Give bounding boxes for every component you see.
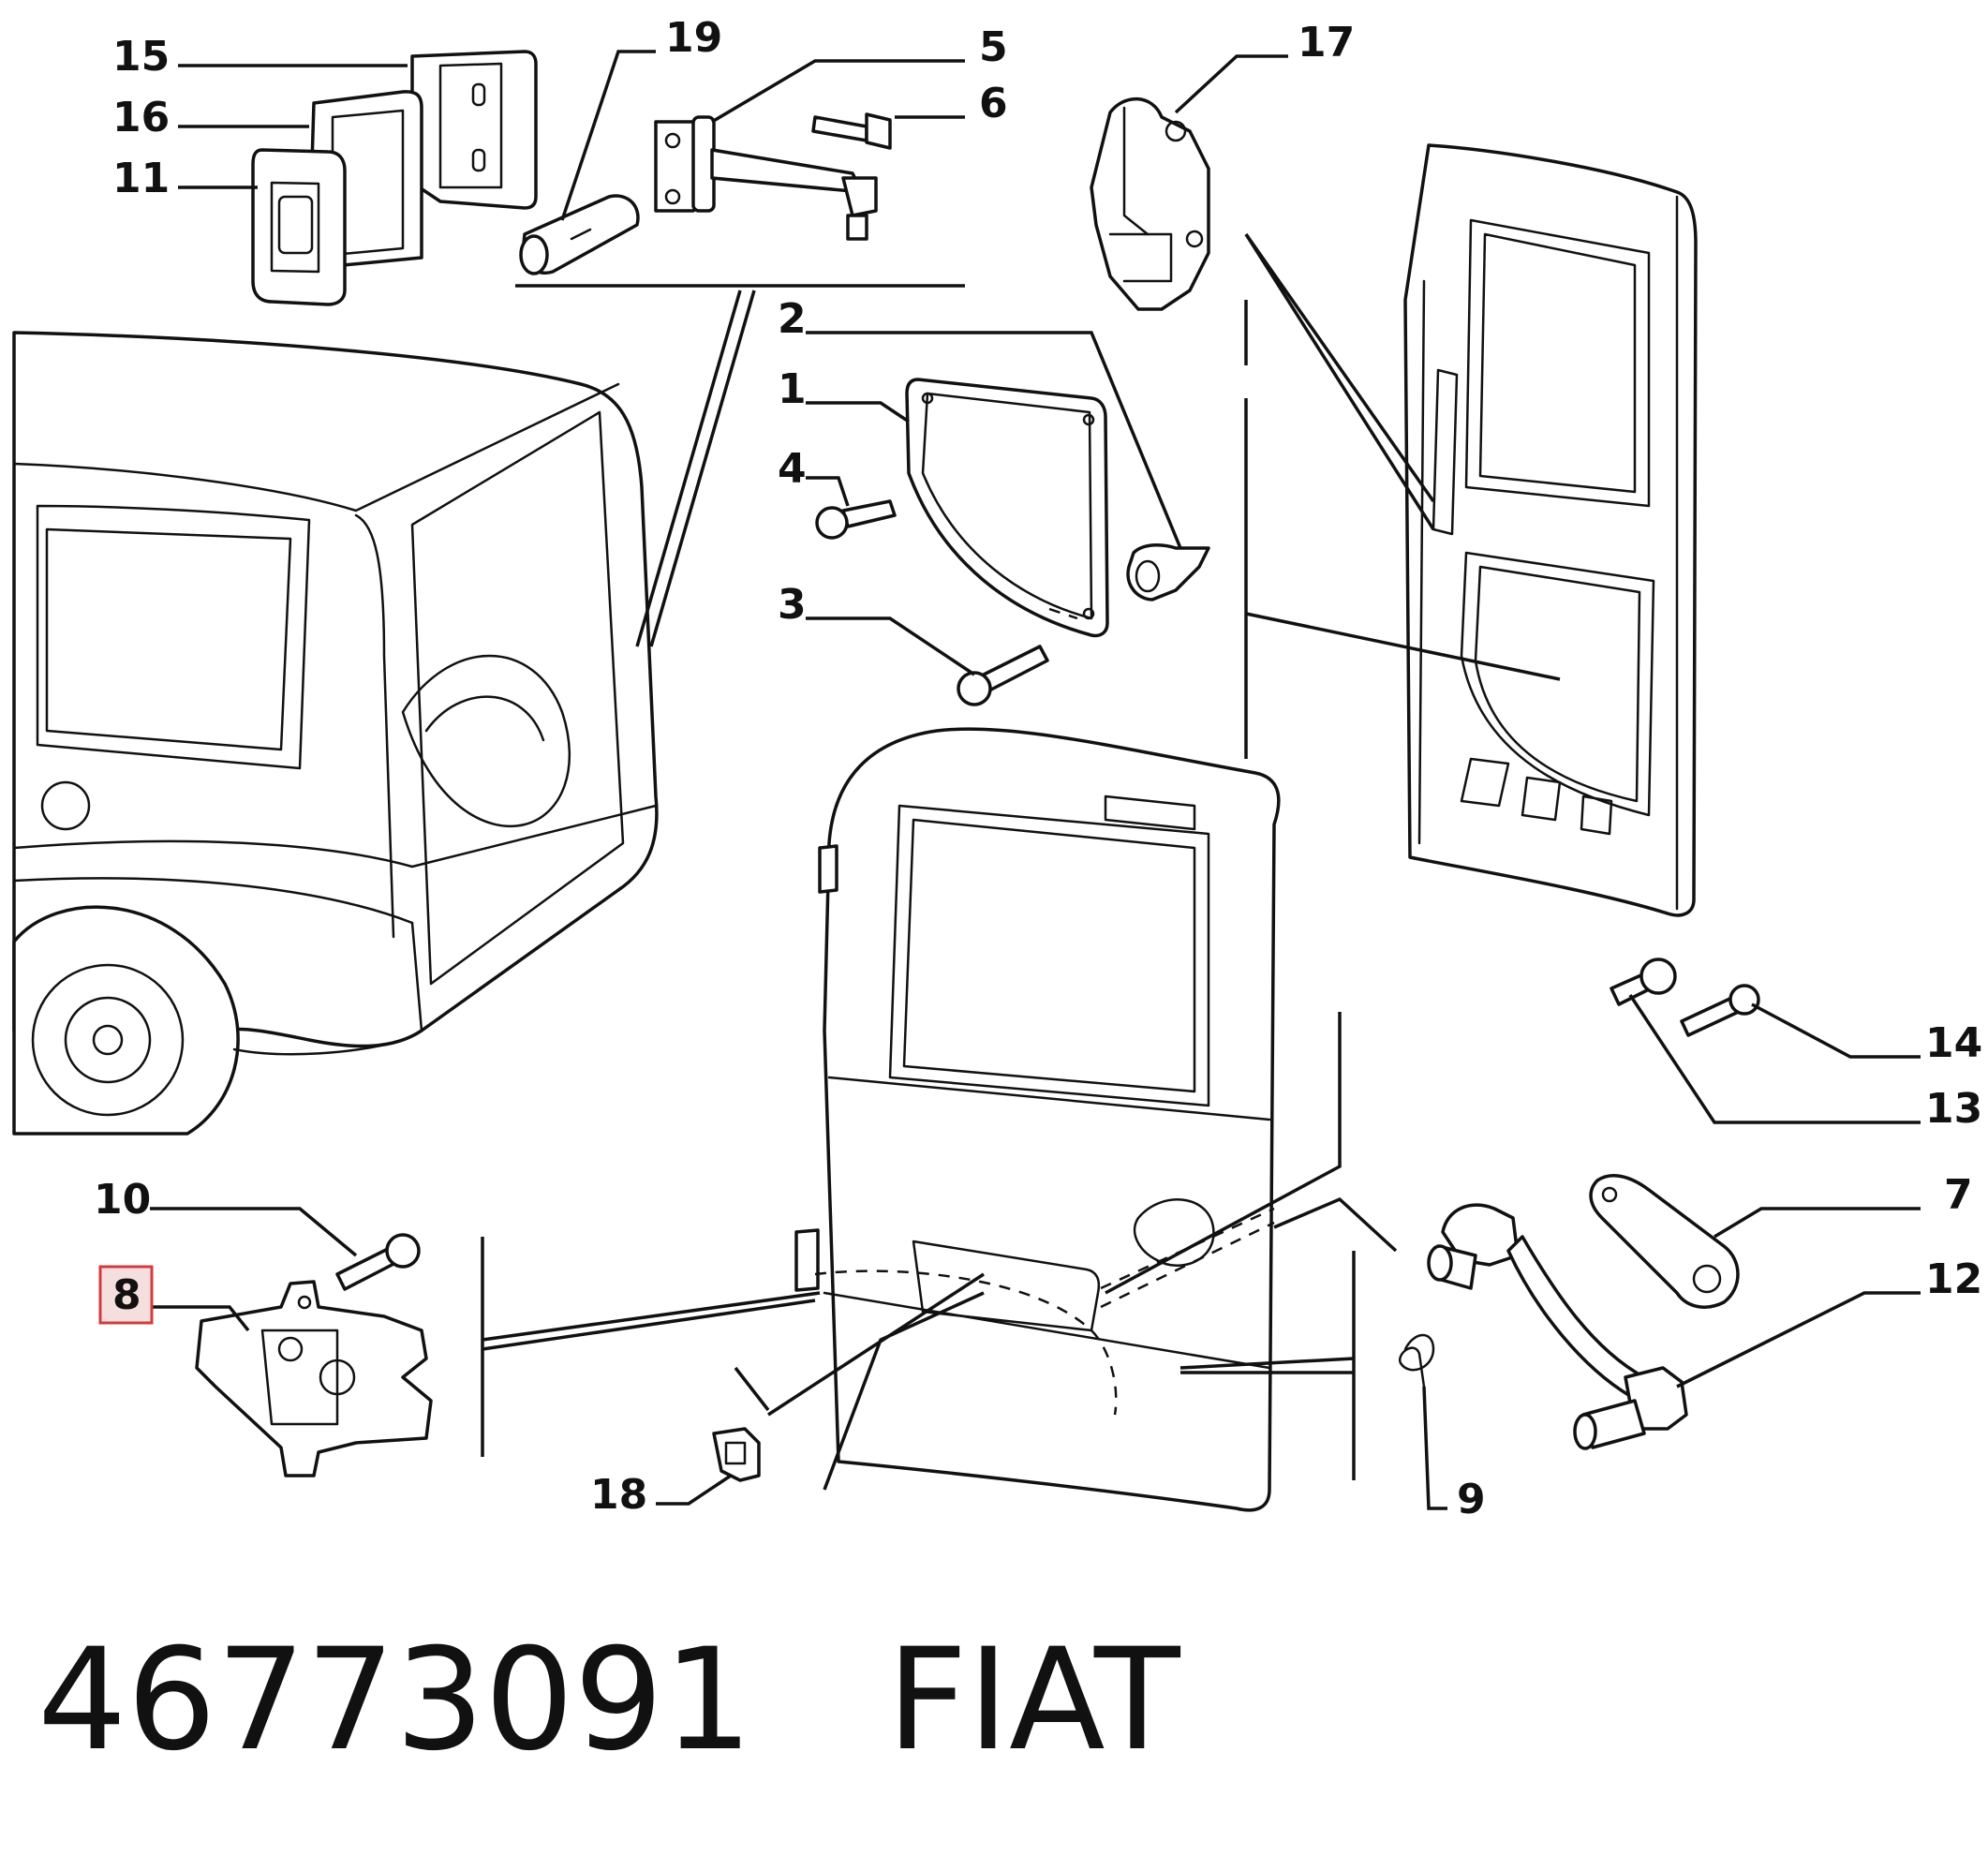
callout-5: 5 <box>979 23 1008 71</box>
brand-name: FIAT <box>886 1619 1180 1782</box>
part-screw-4 <box>815 499 897 540</box>
part-lock-17 <box>1090 97 1210 311</box>
callout-14: 14 <box>1925 1019 1982 1067</box>
callout-labels: 15 16 11 19 5 6 17 2 1 4 3 14 13 10 8 7 … <box>94 14 1982 1523</box>
part-screw-3 <box>957 645 1049 706</box>
callout-8-highlight <box>98 1265 154 1325</box>
part-bolt-6 <box>811 112 892 150</box>
callout-12: 12 <box>1925 1255 1982 1303</box>
part-spring-clip-9 <box>1398 1333 1435 1388</box>
van-body-drawing <box>12 331 659 1136</box>
part-screw-10 <box>335 1233 421 1291</box>
part-check-strap-5 <box>654 115 878 241</box>
part-screw-13 <box>1610 958 1677 1006</box>
part-bush-19 <box>519 194 640 275</box>
callout-6: 6 <box>979 80 1008 127</box>
callout-7: 7 <box>1944 1171 1973 1219</box>
rear-door-inner-drawing <box>1403 143 1698 917</box>
callout-13: 13 <box>1925 1085 1982 1133</box>
callout-4: 4 <box>778 445 807 493</box>
callout-17: 17 <box>1298 19 1355 67</box>
leader-lines <box>150 50 1921 1510</box>
callout-3: 3 <box>778 581 807 629</box>
callout-18: 18 <box>590 1471 647 1519</box>
part-panel-1 <box>905 378 1109 638</box>
callout-16: 16 <box>112 94 170 141</box>
callout-9: 9 <box>1457 1476 1486 1523</box>
callout-11: 11 <box>112 155 170 202</box>
part-screw-14 <box>1680 984 1760 1037</box>
callout-1: 1 <box>778 365 807 413</box>
part-number: 46773091 <box>37 1619 753 1782</box>
callout-15: 15 <box>112 33 170 81</box>
part-rod-12 <box>1427 1203 1688 1450</box>
callout-2: 2 <box>778 295 807 343</box>
callout-8: 8 <box>112 1271 141 1319</box>
part-plug-2 <box>1126 542 1210 601</box>
callout-10: 10 <box>94 1176 151 1224</box>
rear-door-outer-drawing <box>794 727 1281 1512</box>
callout-19: 19 <box>665 14 722 62</box>
part-caption: 46773091 FIAT <box>37 1630 1180 1771</box>
part-handle-assembly <box>251 50 538 306</box>
part-lever-7 <box>1589 1174 1740 1309</box>
part-clip-18 <box>712 1427 761 1482</box>
part-latch-bracket-8 <box>195 1280 433 1477</box>
